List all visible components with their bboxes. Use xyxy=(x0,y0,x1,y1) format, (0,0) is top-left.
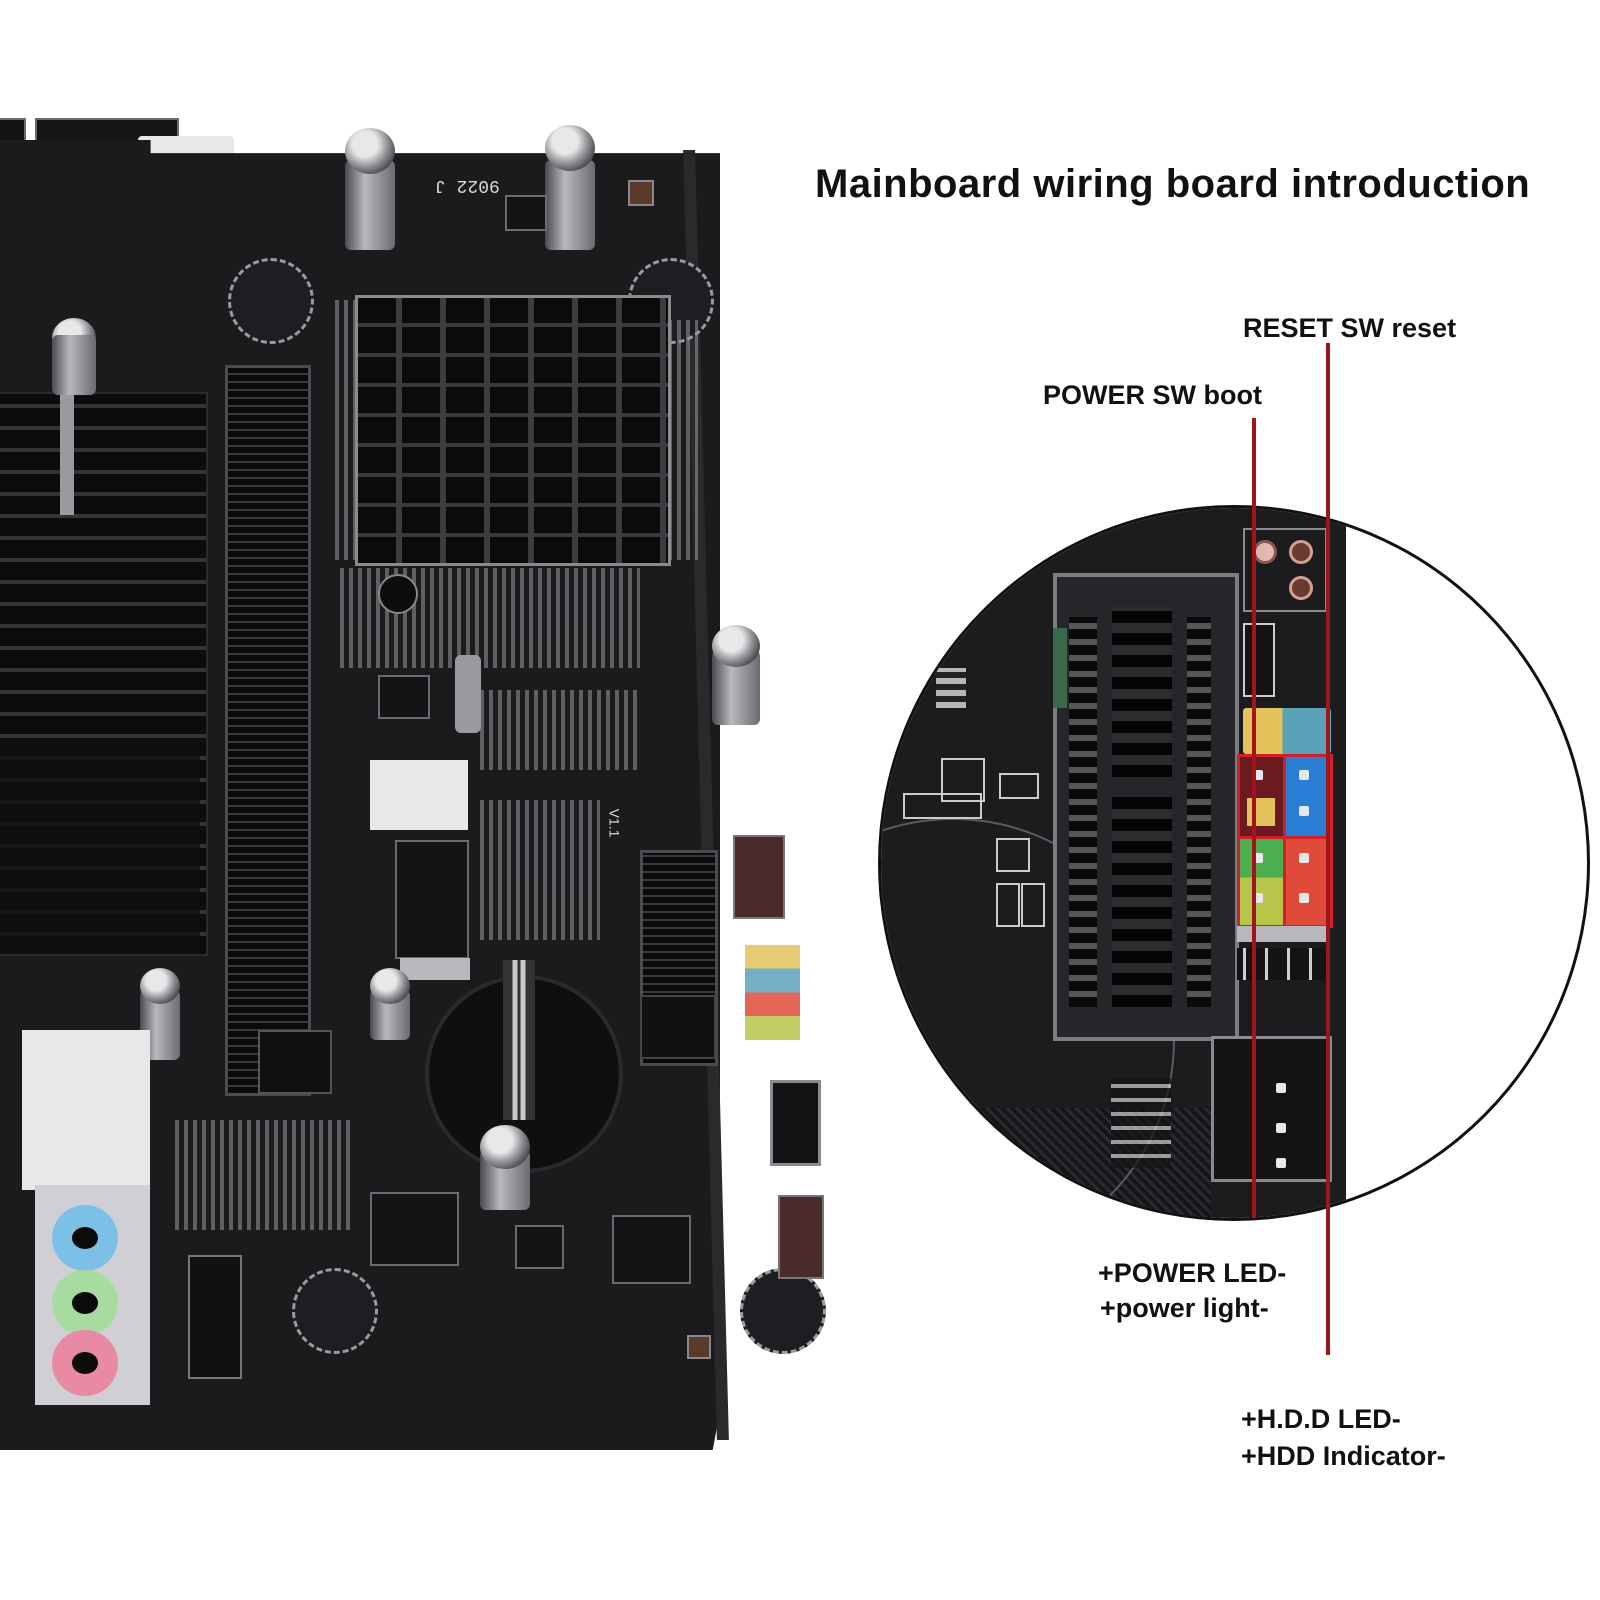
power-sw-pin-yellow xyxy=(1247,798,1275,826)
label-power-led: +POWER LED- xyxy=(1098,1258,1287,1288)
jumper-block xyxy=(941,758,985,802)
pcie-slot-latch xyxy=(258,1030,332,1094)
mosfet-chip xyxy=(505,195,547,231)
reset-sw-leader-line xyxy=(1326,343,1330,1355)
reset-sw-pin xyxy=(1299,770,1309,780)
audio-header xyxy=(188,1255,242,1379)
capacitor-top xyxy=(345,128,395,174)
connector-slot-top xyxy=(1112,607,1172,777)
connector-pins-left xyxy=(1069,617,1097,1007)
audio-codec-chip xyxy=(612,1215,691,1284)
jumper-block xyxy=(996,883,1020,927)
crystal-oscillator xyxy=(455,655,481,733)
capacitor-top xyxy=(712,625,760,667)
power-led-pin xyxy=(1253,853,1263,863)
jumper-block xyxy=(996,838,1030,872)
front-panel-pins-yellow-teal xyxy=(1243,708,1331,754)
pcie-x16-slot xyxy=(225,365,311,1096)
round-pad xyxy=(378,574,418,614)
connector-pins-right xyxy=(1187,617,1211,1007)
capacitor-top xyxy=(140,968,180,1004)
heatsink-clip xyxy=(60,395,74,515)
screw-hole xyxy=(740,1268,826,1354)
crystal xyxy=(400,958,470,980)
power-sw-highlight xyxy=(1237,754,1287,840)
power-sw-leader-line xyxy=(1252,418,1256,1218)
label-power-light: +power light- xyxy=(1100,1293,1269,1323)
label-reset-sw: RESET SW reset xyxy=(1243,313,1457,343)
fan-pin xyxy=(1276,1158,1286,1168)
fan-header-magnified xyxy=(1211,1036,1332,1182)
hdd-led-pin xyxy=(1299,893,1309,903)
smd-components xyxy=(175,1120,355,1230)
jumper-block xyxy=(936,668,966,708)
mic-jack xyxy=(52,1330,118,1396)
front-panel-header-small xyxy=(745,945,800,1040)
smd-components xyxy=(480,800,600,940)
green-component xyxy=(1053,628,1067,708)
capacitor xyxy=(545,160,595,250)
jumper-block xyxy=(903,793,982,819)
jumper-block xyxy=(999,773,1039,799)
screw-hole xyxy=(228,258,314,344)
heatsink-shadow xyxy=(0,740,200,950)
led-orange-bottom xyxy=(687,1335,711,1359)
board-version: V1.1 xyxy=(606,808,623,838)
label-hdd-indicator: +HDD Indicator- xyxy=(1241,1441,1446,1471)
header-pin xyxy=(1253,540,1277,564)
reset-sw-pin xyxy=(1299,806,1309,816)
motherboard-photo: 9022 J V1.1 xyxy=(0,0,826,1600)
power-led-pin xyxy=(1253,893,1263,903)
smd-components xyxy=(335,300,355,560)
jumper-row xyxy=(1237,948,1327,980)
jumper-block xyxy=(1021,883,1045,927)
pcie-x1-latch xyxy=(640,995,716,1059)
capacitor-top xyxy=(370,968,410,1004)
screw-hole xyxy=(292,1268,378,1354)
small-chip xyxy=(515,1225,564,1269)
connector-slot-bottom xyxy=(1112,797,1172,1007)
silkscreen-code: 9022 J xyxy=(435,175,500,195)
capacitor-top xyxy=(545,125,595,171)
cpu-heatsink xyxy=(355,295,671,566)
capacitor xyxy=(52,335,96,395)
fan-pin xyxy=(1276,1123,1286,1133)
eeprom-chip xyxy=(378,675,430,719)
power-sw-pin xyxy=(1253,770,1263,780)
battery-clip xyxy=(503,960,535,1120)
super-io-chip xyxy=(370,1192,459,1266)
line-out-jack xyxy=(52,1270,118,1336)
capacitor xyxy=(345,160,395,250)
header-pin xyxy=(1289,540,1313,564)
white-label xyxy=(370,760,468,830)
label-power-sw: POWER SW boot xyxy=(1043,380,1262,410)
diagram-title: Mainboard wiring board introduction xyxy=(815,162,1531,206)
led-orange xyxy=(628,180,654,206)
magnified-front-panel-view xyxy=(878,505,1590,1221)
hdd-led-pin xyxy=(1299,853,1309,863)
mosfet-magnified xyxy=(1243,623,1275,697)
usb-header-small-2 xyxy=(778,1195,824,1279)
bios-chip xyxy=(395,840,469,959)
label-hdd-led: +H.D.D LED- xyxy=(1241,1404,1401,1434)
io-ethernet-block xyxy=(22,1030,150,1190)
header-pin xyxy=(1289,576,1313,600)
reset-sw-highlight xyxy=(1283,754,1333,840)
capacitor-top xyxy=(480,1125,530,1169)
smd-components xyxy=(480,690,640,770)
fan-header-small xyxy=(770,1080,821,1166)
smd-components xyxy=(668,320,698,560)
power-led-highlight xyxy=(1237,836,1287,928)
pcie-connector-magnified xyxy=(1053,573,1239,1041)
jumper-row-bottom xyxy=(1111,1078,1171,1168)
usb-header-small xyxy=(733,835,785,919)
white-strip xyxy=(1237,926,1327,942)
line-in-jack xyxy=(52,1205,118,1271)
fan-pin xyxy=(1276,1083,1286,1093)
